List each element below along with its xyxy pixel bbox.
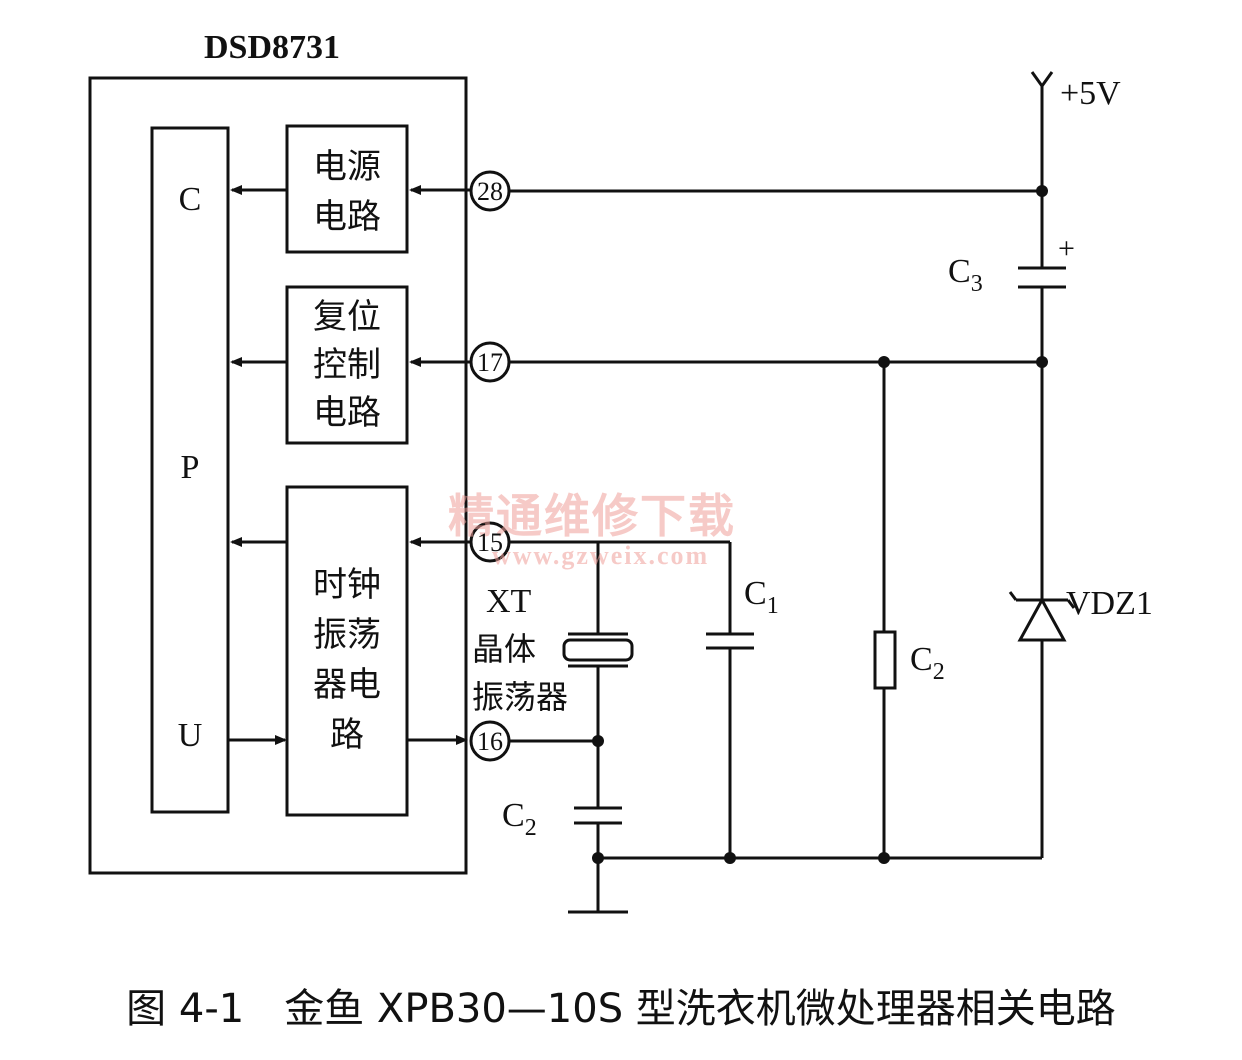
pin-17-label: 17 xyxy=(477,348,503,377)
vdz1-bar-tail-left xyxy=(1008,591,1018,601)
c1-label-base: C xyxy=(744,575,767,612)
reset-block-label-line1: 复位 xyxy=(313,297,381,337)
junction-dot xyxy=(1036,356,1048,368)
c2-resistor-body xyxy=(873,630,897,690)
crystal-label-line1: XT xyxy=(486,583,532,620)
watermark-url: www.gzweix.com xyxy=(492,541,709,570)
vdz1-triangle xyxy=(1017,596,1067,642)
junction-dot xyxy=(592,735,604,747)
supply-label: +5V xyxy=(1060,75,1121,112)
c2-cap-label: C2 xyxy=(502,797,537,841)
junction-dot xyxy=(878,852,890,864)
vcc-antenna-left xyxy=(1030,71,1044,87)
figure-caption: 图 4-1 金鱼 XPB30—10S 型洗衣机微处理器相关电路 xyxy=(126,986,1116,1032)
junction-dot xyxy=(878,356,890,368)
chip-name: DSD8731 xyxy=(204,29,340,66)
crystal-label-line3: 振荡器 xyxy=(472,678,568,716)
junction-dot xyxy=(592,852,604,864)
c2-cap-label-base: C xyxy=(502,797,525,834)
clock-block-label-line4: 路 xyxy=(330,715,364,755)
c2-cap-label-sub: 2 xyxy=(525,815,537,841)
c2-resistor-label: C2 xyxy=(910,641,945,685)
power-block-label-line2: 电路 xyxy=(313,197,381,237)
vdz1-bar-tail-right xyxy=(1066,599,1076,609)
c3-label-base: C xyxy=(948,253,971,290)
vdz1-label: VDZ1 xyxy=(1066,585,1153,622)
junction-dot xyxy=(1036,185,1048,197)
c3-label-sub: 3 xyxy=(971,271,983,297)
clock-block-label-line2: 振荡 xyxy=(313,615,381,655)
c2-resistor-label-sub: 2 xyxy=(933,659,945,685)
watermark-text: 精通维修下载 xyxy=(448,489,736,543)
junction-dot xyxy=(724,852,736,864)
pin-15-label: 15 xyxy=(477,528,503,557)
cpu-letter-c: C xyxy=(179,181,202,218)
clock-block-label-line3: 器电 xyxy=(313,665,381,705)
reset-control-block xyxy=(285,285,409,445)
power-block-label-line1: 电源 xyxy=(313,147,381,187)
xt-crystal-body xyxy=(562,638,634,662)
vcc-antenna-right xyxy=(1040,71,1054,87)
c1-label: C1 xyxy=(744,575,779,619)
crystal-label-line2: 晶体 xyxy=(472,630,536,668)
cpu-block xyxy=(150,126,230,814)
c1-label-sub: 1 xyxy=(767,593,779,619)
c3-label: C3 xyxy=(948,253,983,297)
reset-block-label-line2: 控制 xyxy=(313,345,381,385)
pin-28-label: 28 xyxy=(477,177,503,206)
reset-block-label-line3: 电路 xyxy=(313,393,381,433)
chip-outline xyxy=(88,76,468,875)
clock-oscillator-block xyxy=(285,485,409,817)
cpu-letter-u: U xyxy=(178,717,203,754)
c2-resistor-label-base: C xyxy=(910,641,933,678)
pin-16-label: 16 xyxy=(477,727,503,756)
cpu-letter-p: P xyxy=(181,449,200,486)
c3-polarity-mark: + xyxy=(1058,232,1075,265)
clock-block-label-line1: 时钟 xyxy=(313,565,381,605)
